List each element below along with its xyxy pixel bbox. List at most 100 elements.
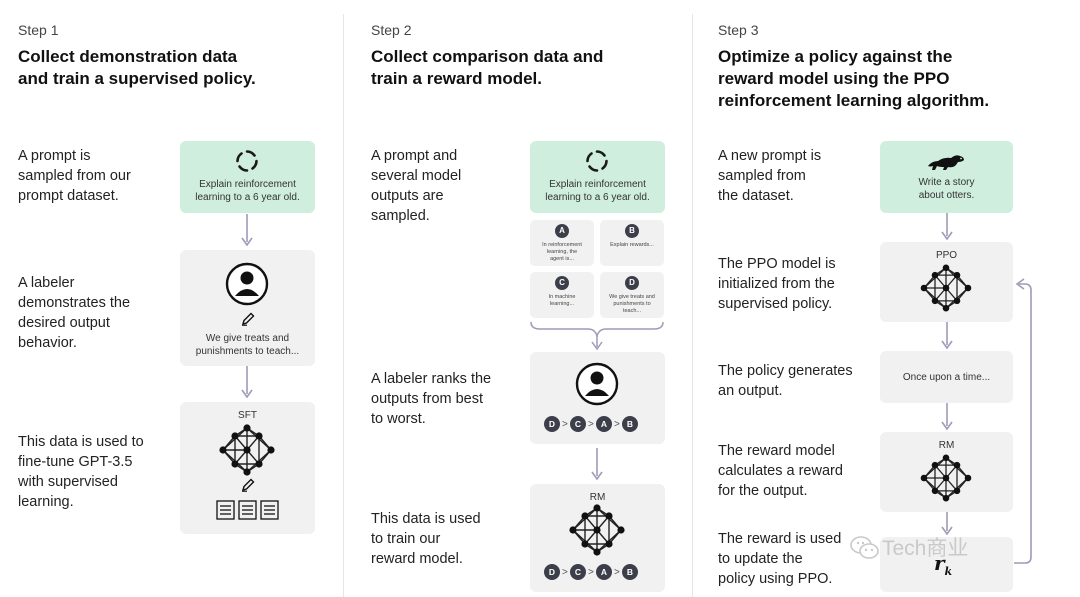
rank-gt: > xyxy=(588,419,594,430)
reward-k: k xyxy=(944,565,953,578)
desc-line: several model xyxy=(371,168,462,184)
step-description: The reward model calculates a reward for… xyxy=(718,441,843,501)
column-divider xyxy=(692,14,693,597)
nn-node xyxy=(942,284,950,292)
step-description: The PPO model is initialized from the su… xyxy=(718,254,836,314)
option-text: We give treats and punishments to teach.… xyxy=(602,294,662,315)
output-option-d: D We give treats and punishments to teac… xyxy=(600,272,664,318)
feedback-loop-arrow xyxy=(1014,278,1032,564)
option-line: learning... xyxy=(549,301,575,307)
labeler-avatar-icon xyxy=(225,262,269,306)
reward-symbol: rk xyxy=(934,551,952,578)
prompt-line: Explain reinforcement xyxy=(549,179,646,190)
output-option-b: B Explain rewards... xyxy=(600,220,664,266)
rank-badge: D xyxy=(544,564,560,580)
flow-arrow xyxy=(941,403,953,431)
ranking-row: D > C > A > B xyxy=(544,564,654,582)
desc-line: initialized from the xyxy=(718,276,835,292)
step-description: This data is used to fine-tune GPT-3.5 w… xyxy=(18,432,144,512)
flow-arrow xyxy=(591,448,603,481)
nn-node xyxy=(267,446,275,454)
nn-node xyxy=(255,432,263,440)
demo-line: We give treats and xyxy=(205,333,290,344)
desc-line: reward model. xyxy=(371,551,463,567)
nn-node xyxy=(255,460,263,468)
output-text: Once upon a time... xyxy=(902,372,991,383)
desc-line: The policy generates xyxy=(718,363,853,379)
column-divider xyxy=(343,14,344,597)
option-line: In reinforcement xyxy=(542,242,582,248)
option-line: punishments to xyxy=(613,301,651,307)
option-badge: A xyxy=(555,224,569,238)
title-line: reward model using the PPO xyxy=(718,69,950,88)
option-line: Explain rewards... xyxy=(610,242,654,248)
brace-arrow xyxy=(530,321,664,351)
title-line: and train a supervised policy. xyxy=(18,69,256,88)
nn-node xyxy=(931,271,939,279)
step-description: The policy generates an output. xyxy=(718,361,853,401)
desc-line: prompt dataset. xyxy=(18,188,119,204)
step-2-column: Step 2 Collect comparison data and train… xyxy=(344,0,692,597)
desc-line: outputs are xyxy=(371,188,444,204)
desc-line: behavior. xyxy=(18,335,77,351)
step-3-column: Step 3 Optimize a policy against the rew… xyxy=(693,0,1080,597)
nn-node xyxy=(931,487,939,495)
title-line: Collect demonstration data xyxy=(18,47,238,66)
reward-box: rk xyxy=(880,537,1013,592)
step-description: A labeler demonstrates the desired outpu… xyxy=(18,273,130,353)
option-line: We give treats and xyxy=(609,294,655,300)
refresh-cycle-icon xyxy=(586,150,608,172)
neural-network-icon xyxy=(920,454,972,502)
step-title: Optimize a policy against the reward mod… xyxy=(718,46,1068,112)
desc-line: supervised policy. xyxy=(718,296,833,312)
model-label: RM xyxy=(938,440,955,451)
desc-line: A prompt and xyxy=(371,148,458,164)
labeler-avatar-icon xyxy=(575,362,619,406)
desc-line: desired output xyxy=(18,315,110,331)
documents-icon xyxy=(216,500,279,520)
step-title: Collect comparison data and train a rewa… xyxy=(371,46,691,90)
desc-line: fine-tune GPT-3.5 xyxy=(18,454,133,470)
model-label: PPO xyxy=(935,250,958,261)
nn-node xyxy=(953,487,961,495)
nn-node xyxy=(593,526,601,534)
demo-line: punishments to teach... xyxy=(195,346,300,357)
desc-line: sampled. xyxy=(371,208,430,224)
rank-badge: A xyxy=(596,416,612,432)
prompt-box: Explain reinforcement learning to a 6 ye… xyxy=(530,141,665,213)
title-line: Collect comparison data and xyxy=(371,47,604,66)
nn-node xyxy=(942,454,950,462)
option-line: agent is... xyxy=(550,256,574,262)
watermark-text: Tech商业 xyxy=(882,537,969,560)
step-description: A prompt is sampled from our prompt data… xyxy=(18,146,131,206)
desc-line: an output. xyxy=(718,383,783,399)
refresh-cycle-icon xyxy=(236,150,258,172)
option-line: In machine xyxy=(548,294,576,300)
neural-network-icon xyxy=(219,424,275,476)
flow-arrow xyxy=(241,214,253,247)
desc-line: This data is used to xyxy=(18,434,144,450)
desc-line: to train our xyxy=(371,531,441,547)
flow-arrow xyxy=(941,322,953,350)
nn-node xyxy=(243,424,251,432)
prompt-box: Write a story about otters. xyxy=(880,141,1013,213)
step-description: A prompt and several model outputs are s… xyxy=(371,146,461,226)
desc-line: A labeler ranks the xyxy=(371,371,492,387)
desc-line: with supervised xyxy=(18,474,118,490)
nn-node xyxy=(953,297,961,305)
neural-network-icon xyxy=(569,504,625,556)
flow-arrow xyxy=(941,213,953,241)
nn-node xyxy=(569,526,577,534)
nn-node xyxy=(243,468,251,476)
prompt-text: Explain reinforcement learning to a 6 ye… xyxy=(530,178,665,204)
desc-line: sampled from xyxy=(718,168,806,184)
step-title: Collect demonstration data and train a s… xyxy=(18,46,338,90)
output-option-c: C In machine learning... xyxy=(530,272,594,318)
option-text: Explain rewards... xyxy=(602,242,662,249)
prompt-line: Explain reinforcement xyxy=(199,179,296,190)
desc-line: A prompt is xyxy=(18,148,91,164)
nn-node xyxy=(581,512,589,520)
option-text: In machine learning... xyxy=(532,294,592,308)
prompt-line: Write a story xyxy=(918,177,975,188)
nn-node xyxy=(219,446,227,454)
